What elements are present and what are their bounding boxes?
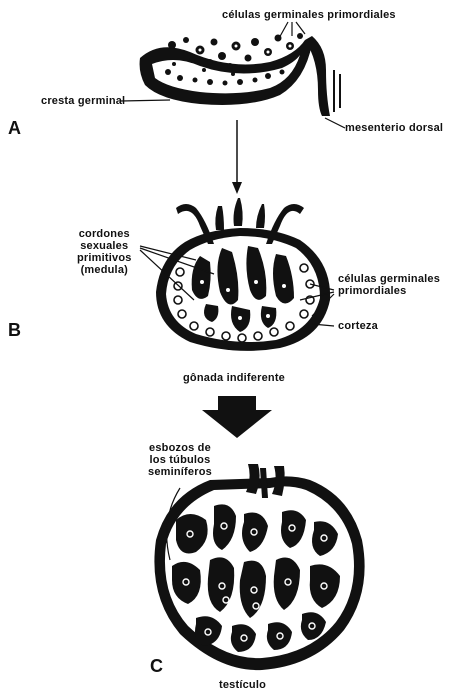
label-cortex: corteza [338, 320, 378, 332]
label-primitive-cords: cordones sexuales primitivos (medula) [77, 228, 132, 276]
caption-testis: testículo [219, 679, 266, 691]
panel-letter-c: C [150, 656, 163, 677]
leader-mesentery [325, 118, 345, 128]
label-germ-cells-a: células germinales primordiales [222, 9, 396, 21]
panel-letter-a: A [8, 118, 21, 139]
label-germ-cells-b: células germinales primordiales [338, 273, 440, 297]
leader-ridge [120, 100, 170, 101]
label-tubule-anlagen: esbozos de los túbulos seminíferos [148, 442, 212, 478]
panel-a-germinal-ridge [120, 22, 345, 128]
caption-indifferent-gonad: gônada indiferente [183, 372, 285, 384]
label-germinal-ridge: cresta germinal [41, 95, 125, 107]
label-dorsal-mesentery: mesenterio dorsal [345, 122, 443, 134]
arrow-b-to-c [202, 396, 272, 438]
panel-c-testis [154, 464, 364, 670]
panel-b-indifferent-gonad [140, 198, 334, 351]
panel-letter-b: B [8, 320, 21, 341]
